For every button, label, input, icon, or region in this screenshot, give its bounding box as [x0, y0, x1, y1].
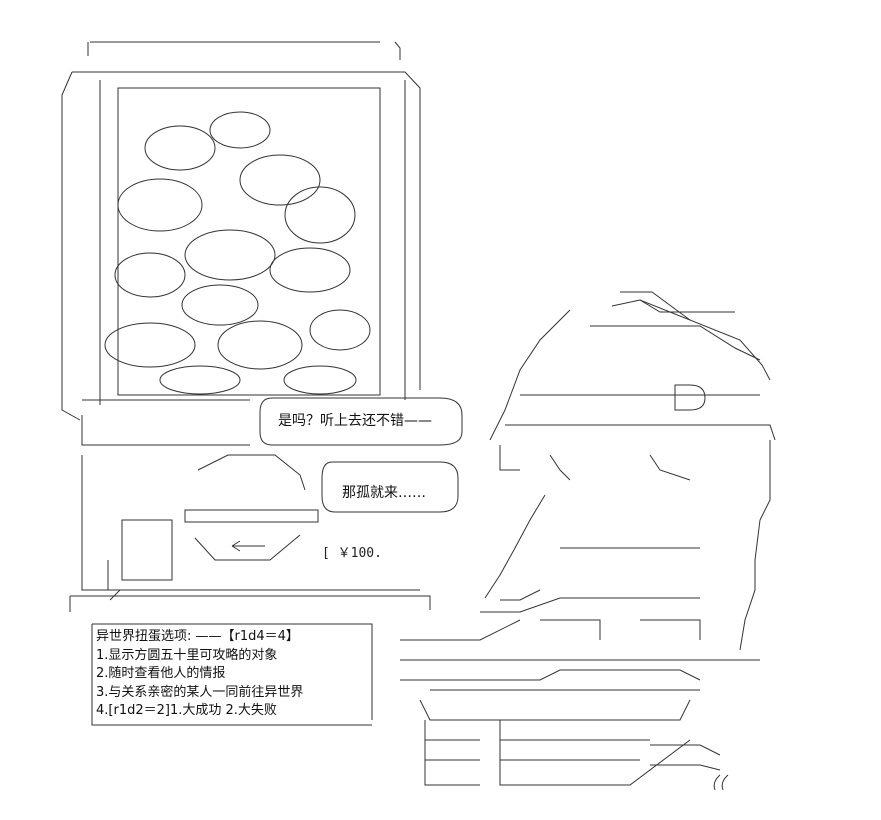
choice-item: 1.显示方圆五十里可攻略的对象	[96, 647, 278, 663]
gacha-machine	[61, 41, 431, 612]
speech-text-2: 那孤就来……	[342, 485, 426, 501]
speech-text-1: 是吗？听上去还不错——	[278, 413, 432, 429]
speech-bubbles	[259, 397, 463, 513]
bubble-outline-1	[259, 397, 463, 446]
choice-item: 3.与关系亲密的某人一同前往异世界	[96, 684, 304, 700]
choices-frame	[91, 623, 373, 726]
bubble-outline-2	[321, 461, 459, 513]
gacha-choices-box: 异世界扭蛋选项: ——【r1d4＝4】 1.显示方圆五十里可攻略的对象 2.随时…	[96, 628, 366, 721]
character-figure	[400, 291, 776, 791]
choices-title: 异世界扭蛋选项: ——【r1d4＝4】	[96, 629, 299, 644]
price-tag: [ ￥100.	[322, 546, 382, 561]
choice-item: 2.随时查看他人的情报	[96, 666, 226, 681]
choice-item: 4.[r1d2＝2]1.大成功 2.大失败	[96, 703, 277, 718]
